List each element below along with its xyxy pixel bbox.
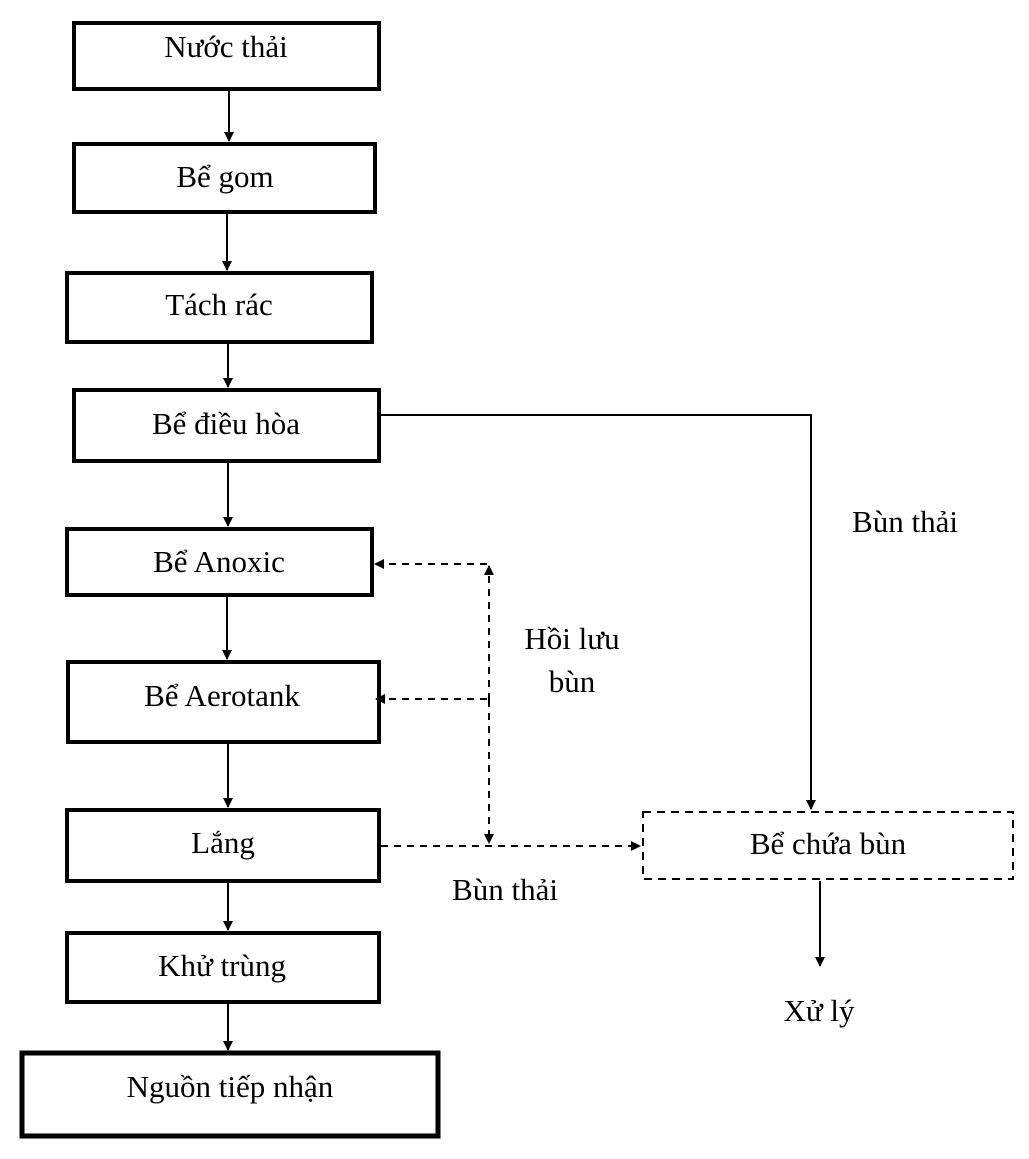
node-tach-rac: Tách rác xyxy=(65,271,374,344)
node-khu-trung: Khử trùng xyxy=(65,931,381,1004)
node-nuoc-thai: Nước thải xyxy=(72,21,381,91)
node-label: Tách rác xyxy=(165,287,273,322)
node-label: Bể chứa bùn xyxy=(750,826,907,861)
node-lang: Lắng xyxy=(65,808,381,883)
node-be-anoxic: Bể Anoxic xyxy=(65,527,374,597)
edge-be-dieu-hoa-to-be-chua-bun xyxy=(381,414,816,810)
node-label: Khử trùng xyxy=(158,948,286,983)
node-be-aerotank: Bể Aerotank xyxy=(66,660,381,744)
label-xu-ly: Xử lý xyxy=(783,993,855,1028)
node-be-dieu-hoa: Bể điều hòa xyxy=(72,388,381,463)
node-label: Nước thải xyxy=(164,29,288,64)
node-label: Nguồn tiếp nhận xyxy=(127,1069,334,1104)
node-label: Bể gom xyxy=(176,159,273,194)
node-label: Bể Aerotank xyxy=(144,678,300,713)
node-be-gom: Bể gom xyxy=(72,142,377,214)
label-hoi-luu-line2: bùn xyxy=(549,664,596,699)
node-label: Lắng xyxy=(191,825,255,860)
label-bun-thai-bottom: Bùn thải xyxy=(452,872,558,907)
label-bun-thai-right: Bùn thải xyxy=(852,504,958,539)
node-label: Bể điều hòa xyxy=(152,406,300,441)
label-hoi-luu-line1: Hồi lưu xyxy=(524,621,619,656)
node-label: Bể Anoxic xyxy=(153,544,285,579)
node-nguon-tiep-nhan: Nguồn tiếp nhận xyxy=(19,1050,441,1139)
node-be-chua-bun: Bể chứa bùn xyxy=(642,811,1014,880)
